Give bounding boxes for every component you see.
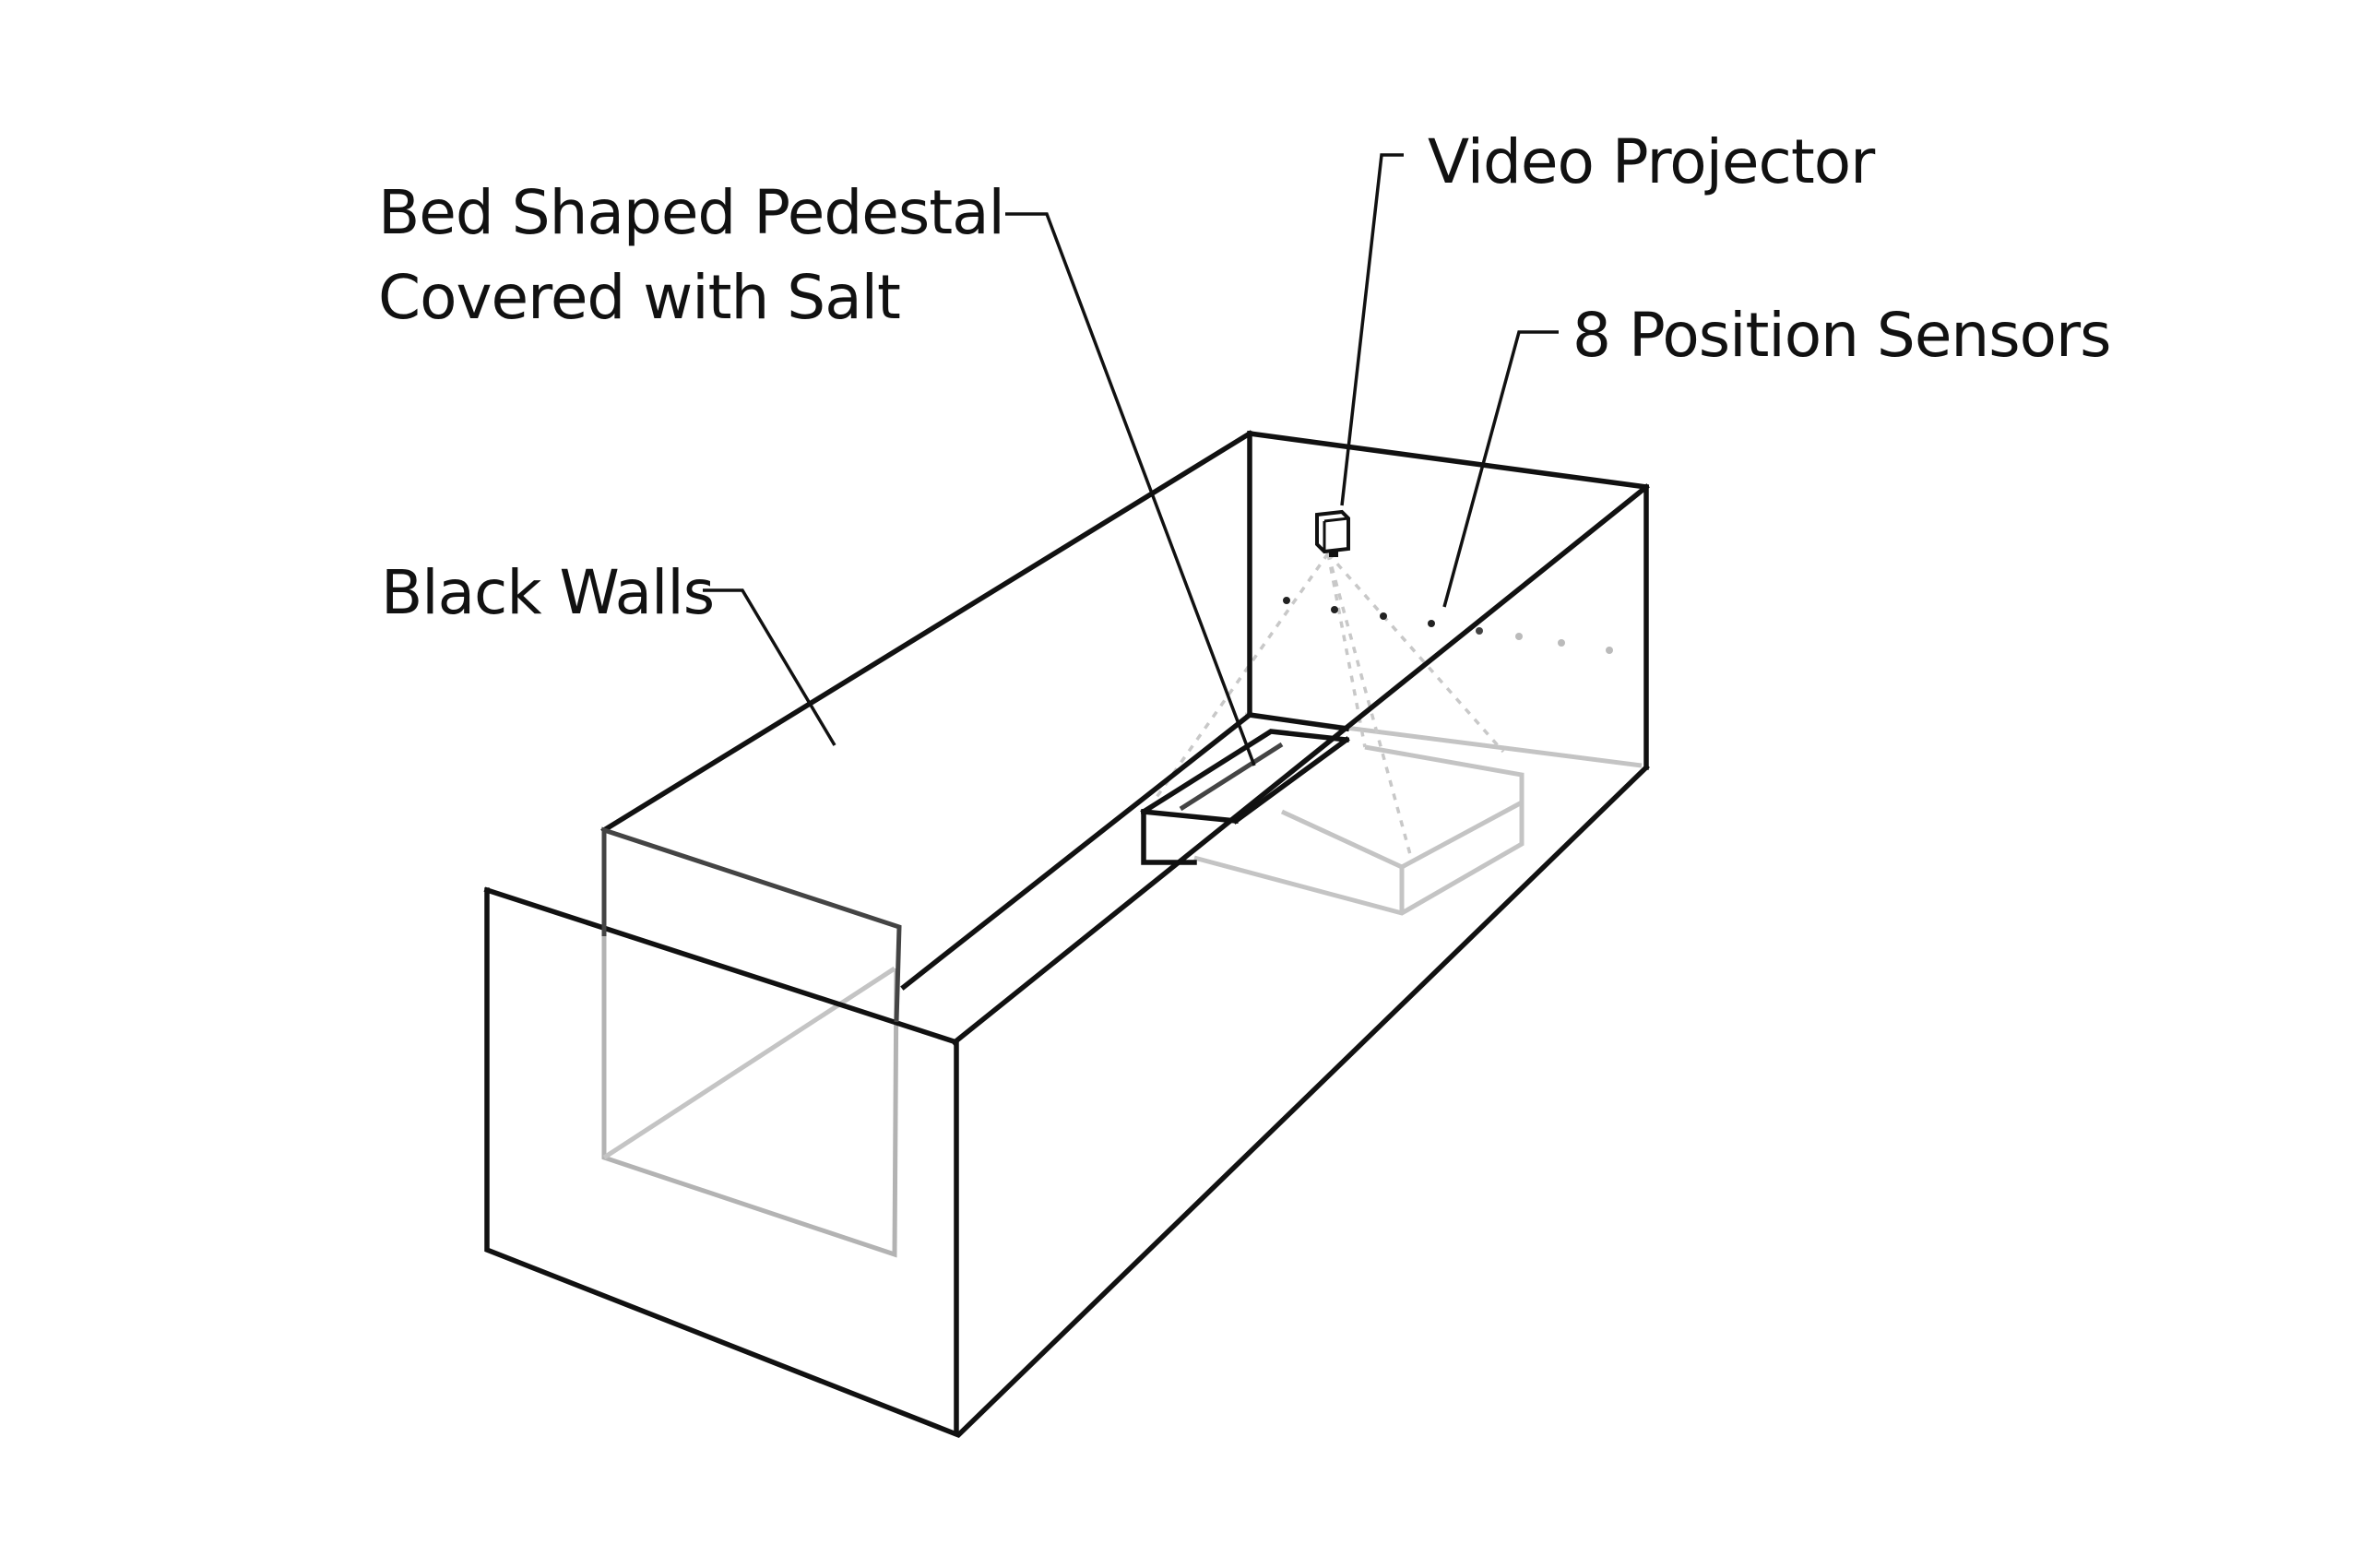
sensor-dot: [1515, 633, 1523, 640]
leader-pedestal: [1005, 212, 1256, 766]
leader-position-sensors: [1442, 330, 1559, 608]
sensor-dot: [1558, 639, 1565, 647]
label-position-sensors: 8 Position Sensors: [1572, 300, 2111, 371]
label-video-projector: Video Projector: [1428, 126, 1876, 197]
position-sensors: [1283, 597, 1613, 654]
sensor-dot: [1606, 647, 1613, 654]
hidden-edges: [601, 712, 1643, 1258]
label-pedestal-line2: Covered with Salt: [378, 262, 900, 333]
labels: Video Projector Bed Shaped Pedestal Cove…: [378, 126, 2112, 628]
leader-black-walls: [703, 588, 836, 746]
sensor-dot: [1380, 612, 1387, 620]
projection-beam: [1151, 552, 1505, 859]
sensor-dot: [1476, 627, 1483, 635]
bed-pedestal: [1140, 729, 1350, 865]
sensor-dot: [1331, 606, 1338, 613]
leader-lines: [703, 153, 1559, 766]
label-black-walls: Black Walls: [381, 557, 714, 628]
leader-video-projector: [1340, 153, 1404, 506]
video-projector-icon: [1315, 509, 1350, 557]
sensor-dot: [1428, 620, 1435, 627]
room-box: [483, 430, 1650, 1439]
label-pedestal-line1: Bed Shaped Pedestal: [378, 177, 1004, 248]
sensor-dot: [1283, 597, 1290, 604]
